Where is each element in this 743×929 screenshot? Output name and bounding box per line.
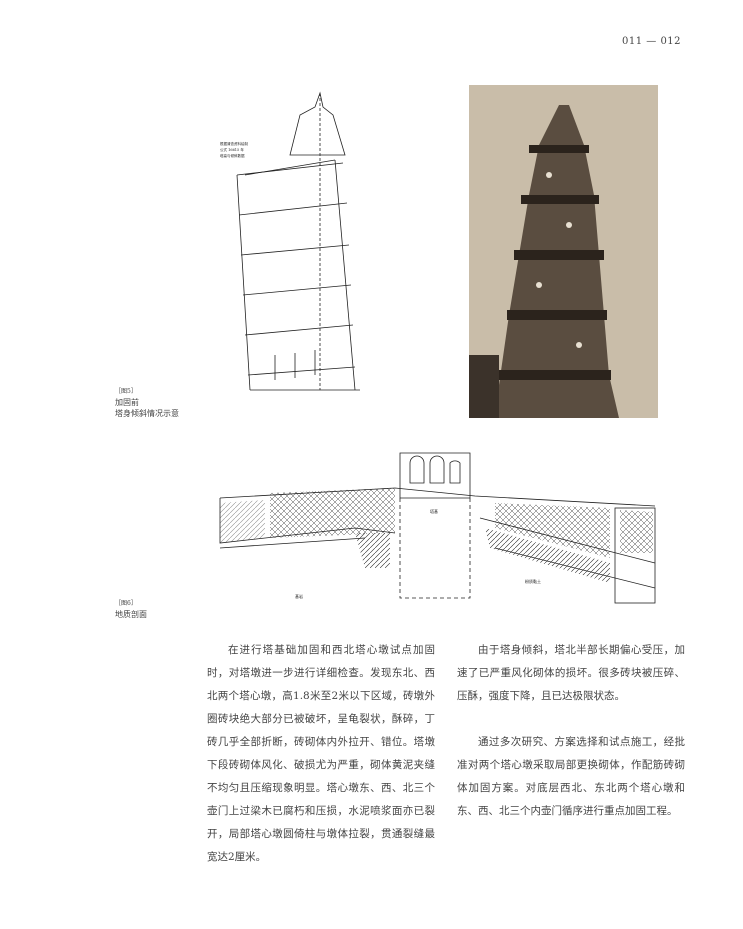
left-text-column: 在进行塔基础加固和西北塔心墩试点加固时，对塔墩进一步进行详细检查。发现东北、西北… [207, 639, 435, 892]
svg-text:粉质黏土: 粉质黏土 [525, 578, 541, 584]
paragraph: 在进行塔基础加固和西北塔心墩试点加固时，对塔墩进一步进行详细检查。发现东北、西北… [207, 644, 435, 863]
pagoda-photo [469, 85, 658, 418]
paragraph: 通过多次研究、方案选择和试点施工，经批准对两个塔心墩采取局部更换砌体，作配筋砖砌… [457, 736, 685, 817]
figure-6-caption: ［图6］ 地质剖面 [115, 598, 147, 620]
svg-text:塔高与倾斜数据: 塔高与倾斜数据 [220, 153, 245, 158]
paragraph: 由于塔身倾斜，塔北半部长期偏心受压，加速了已严重风化砌体的损坏。很多砖块被压碎、… [457, 644, 685, 702]
svg-text:基岩: 基岩 [295, 593, 303, 599]
figure-number: ［图5］ [115, 388, 137, 395]
caption-line: 塔身倾斜情况示意 [115, 409, 179, 418]
svg-text:根据清查资料绘制: 根据清查资料绘制 [220, 141, 248, 146]
svg-text:塔基: 塔基 [430, 508, 438, 514]
svg-text:公式 16615 年: 公式 16615 年 [220, 147, 244, 152]
figure-5-caption: ［图5］ 加固前 塔身倾斜情况示意 [115, 386, 179, 419]
caption-line: 加固前 [115, 398, 139, 407]
right-text-column: 由于塔身倾斜，塔北半部长期偏心受压，加速了已严重风化砌体的损坏。很多砖块被压碎、… [457, 639, 685, 846]
caption-line: 地质剖面 [115, 610, 147, 619]
figure-number: ［图6］ [115, 600, 137, 607]
page-number: 011 — 012 [622, 36, 682, 47]
